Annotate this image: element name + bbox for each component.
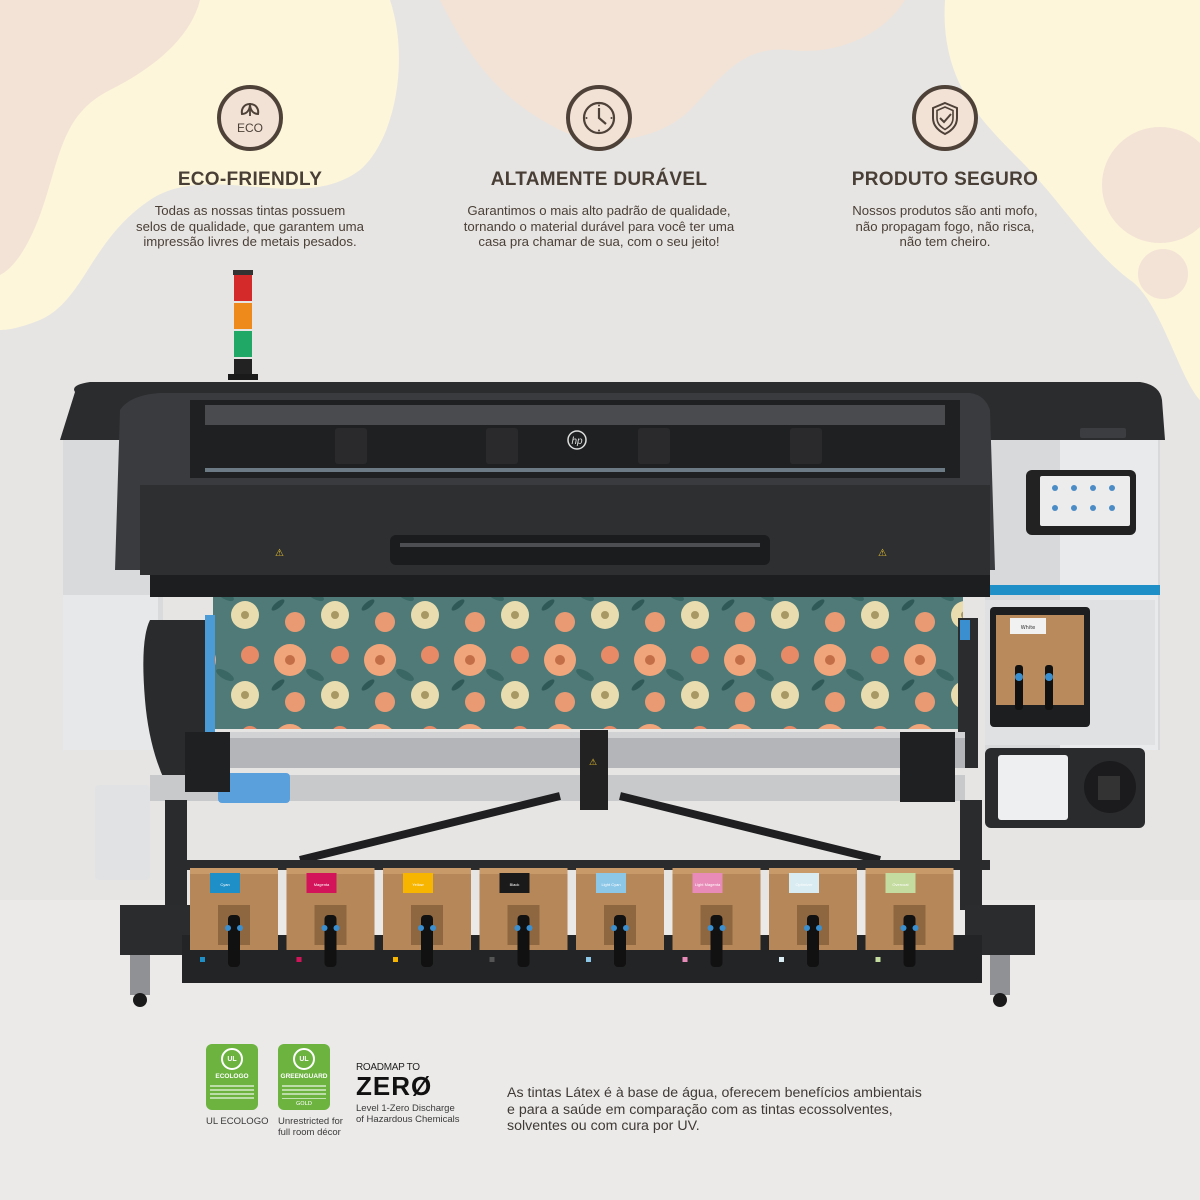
ul-logo-icon: UL [221,1048,243,1070]
cert-ul-ecologo: UL ECOLOGO UL ECOLOGO [206,1044,268,1138]
ink-cartridge: Cyan [190,868,278,967]
svg-text:Yellow: Yellow [412,882,424,887]
feature-description: Garantimos o mais alto padrão de qualida… [463,203,735,249]
floral-print-media [213,597,963,729]
cert-greenguard: UL GREENGUARD GOLD Unrestricted for full… [278,1044,343,1138]
ink-cartridge: Magenta [286,868,375,967]
feature-durable: ALTAMENTE DURÁVEL Garantimos o mais alto… [449,85,749,250]
feature-title: PRODUTO SEGURO [851,169,1039,190]
status-light-tower [228,270,258,380]
feature-eco-friendly: ECO ECO-FRIENDLY Todas as nossas tintas … [100,85,400,250]
svg-text:Optimizer: Optimizer [795,882,813,887]
ink-cartridge: Yellow [383,868,471,967]
svg-text:Magenta: Magenta [314,882,330,887]
greenguard-badge: UL GREENGUARD GOLD [278,1044,330,1110]
feature-description: Nossos produtos são anti mofo, não propa… [852,203,1038,249]
ink-cartridge: Light Cyan [576,868,664,967]
ink-cartridge: Light Magenta [672,868,761,967]
svg-text:Black: Black [510,882,520,887]
feature-title: ECO-FRIENDLY [177,169,323,190]
clock-icon [566,85,632,151]
svg-text:Cyan: Cyan [220,882,229,887]
svg-text:Light Magenta: Light Magenta [695,882,721,887]
roadmap-to-zero-logo: ROADMAP TO ZERØ Level 1-Zero Discharge o… [356,1044,476,1138]
svg-text:⚠: ⚠ [275,548,284,559]
svg-text:White: White [1021,625,1036,631]
ecologo-badge: UL ECOLOGO [206,1044,258,1110]
latex-ink-description: As tintas Látex é à base de água, oferec… [507,1085,922,1134]
feature-safe-product: PRODUTO SEGURO Nossos produtos são anti … [795,85,1095,250]
cert-caption: Unrestricted for full room décor [278,1116,343,1138]
cert-caption: UL ECOLOGO [206,1116,269,1127]
eco-leaf-icon: ECO [217,85,283,151]
svg-text:Overcoat: Overcoat [892,882,909,887]
shield-check-icon [912,85,978,151]
ink-cartridge: Overcoat [865,868,954,967]
zero-logo: ZERØ [356,1071,433,1101]
svg-text:⚠: ⚠ [589,758,597,768]
roadmap-caption: Level 1-Zero Discharge of Hazardous Chem… [356,1103,460,1125]
feature-description: Todas as nossas tintas possuem selos de … [135,203,364,249]
feature-title: ALTAMENTE DURÁVEL [490,169,708,190]
certifications: UL ECOLOGO UL ECOLOGO UL GREENGUARD GOLD… [206,1044,476,1138]
ul-logo-icon: UL [293,1048,315,1070]
svg-text:⚠: ⚠ [878,548,887,559]
svg-text:hp: hp [571,436,583,447]
svg-text:ECO: ECO [237,121,263,135]
ink-cartridge: Black [479,868,568,967]
ink-cartridge: Optimizer [769,868,857,967]
svg-text:Light Cyan: Light Cyan [601,882,620,887]
